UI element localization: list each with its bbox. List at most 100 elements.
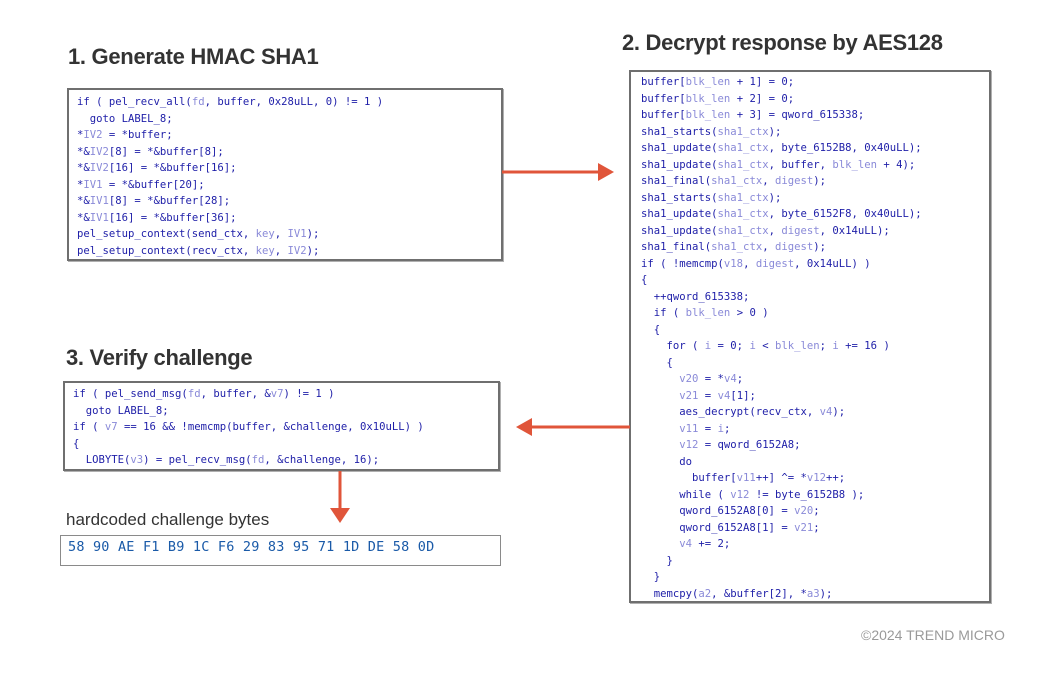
code-line: sha1_final(sha1_ctx, digest); bbox=[641, 173, 979, 190]
code-line: *&IV2[16] = *&buffer[16]; bbox=[77, 160, 493, 177]
code-token: = bbox=[698, 389, 718, 402]
step1-title: 1. Generate HMAC SHA1 bbox=[68, 44, 319, 69]
code-token: goto LABEL_8; bbox=[73, 404, 169, 417]
code-variable: sha1_ctx bbox=[711, 175, 763, 187]
code-token: { bbox=[641, 356, 673, 369]
step1-code: if ( pel_recv_all(fd, buffer, 0x28uLL, 0… bbox=[77, 94, 493, 259]
code-line: sha1_update(sha1_ctx, digest, 0x14uLL); bbox=[641, 223, 979, 240]
code-line: } bbox=[641, 553, 979, 570]
code-line: qword_6152A8[0] = v20; bbox=[641, 503, 979, 520]
code-token: , buffer, bbox=[768, 158, 833, 171]
code-token: *& bbox=[77, 145, 90, 158]
code-variable: digest bbox=[774, 241, 814, 253]
code-variable: digest bbox=[755, 257, 795, 270]
code-token: if ( pel_recv_all( bbox=[77, 96, 192, 108]
code-token: , &challenge, 16); bbox=[264, 454, 380, 466]
code-variable: v20 bbox=[679, 373, 699, 385]
code-variable: blk_len bbox=[774, 340, 820, 352]
code-token: , byte_6152F8, 0x40uLL); bbox=[768, 208, 922, 220]
code-line: if ( v7 == 16 && !memcmp(buffer, &challe… bbox=[73, 419, 490, 436]
code-token: memcpy( bbox=[641, 587, 699, 600]
code-token: sha1_update( bbox=[641, 208, 718, 220]
code-token: += 2; bbox=[692, 538, 731, 550]
code-token: = *&buffer[20]; bbox=[102, 178, 205, 191]
code-token bbox=[641, 373, 679, 385]
code-token: if ( bbox=[641, 307, 686, 319]
code-variable: IV2 bbox=[83, 129, 103, 141]
code-variable: v20 bbox=[794, 505, 814, 517]
code-variable: digest bbox=[774, 175, 814, 187]
code-token: ); bbox=[819, 587, 833, 600]
code-token: for ( bbox=[641, 340, 705, 352]
code-token: != byte_6152B8 ); bbox=[749, 488, 865, 501]
code-token: ); bbox=[832, 406, 846, 418]
step3-title: 3. Verify challenge bbox=[66, 345, 253, 370]
code-line: buffer[blk_len + 2] = 0; bbox=[641, 91, 979, 108]
code-token: { bbox=[73, 437, 80, 450]
code-token: goto LABEL_8; bbox=[77, 112, 173, 125]
code-line: v20 = *v4; bbox=[641, 371, 979, 388]
arrow-step1-to-step2 bbox=[502, 163, 614, 181]
code-token: [8] = *&buffer[8]; bbox=[108, 145, 224, 158]
code-line: v21 = v4[1]; bbox=[641, 388, 979, 405]
code-variable: v4 bbox=[679, 538, 693, 550]
code-line: buffer[blk_len + 3] = qword_615338; bbox=[641, 107, 979, 124]
code-variable: i bbox=[704, 340, 712, 352]
code-token: ; bbox=[819, 340, 833, 352]
code-token: buffer[ bbox=[641, 76, 686, 88]
code-line: LOBYTE(v3) = pel_recv_msg(fd, &challenge… bbox=[73, 452, 490, 469]
code-token: += 16 ) bbox=[838, 340, 890, 352]
code-token: qword_6152A8[0] = bbox=[641, 505, 795, 517]
code-token: ) != 1 ) bbox=[283, 388, 335, 400]
code-variable: v11 bbox=[736, 472, 756, 484]
code-variable: i bbox=[832, 340, 839, 352]
code-token bbox=[641, 439, 679, 451]
arrow-step3-to-bytes bbox=[330, 471, 350, 523]
code-variable: v11 bbox=[679, 422, 699, 435]
code-line: buffer[v11++] ^= *v12++; bbox=[641, 470, 979, 487]
challenge-bytes: 58 90 AE F1 B9 1C F6 29 83 95 71 1D DE 5… bbox=[60, 535, 501, 566]
code-token: [16] = *&buffer[36]; bbox=[108, 211, 237, 224]
code-variable: fd bbox=[191, 96, 205, 108]
code-line: while ( v12 != byte_6152B8 ); bbox=[641, 487, 979, 504]
code-variable: v7 bbox=[270, 388, 284, 400]
step2-code: buffer[blk_len + 1] = 0;buffer[blk_len +… bbox=[641, 74, 979, 602]
code-variable: v21 bbox=[794, 521, 814, 534]
code-token: * bbox=[77, 178, 84, 191]
code-token: *& bbox=[77, 211, 90, 224]
code-variable: v3 bbox=[130, 454, 144, 466]
code-line: if ( !memcmp(v18, digest, 0x14uLL) ) bbox=[641, 256, 979, 273]
arrow-head bbox=[516, 418, 532, 436]
code-variable: a2 bbox=[698, 587, 712, 600]
code-line: goto LABEL_8; bbox=[77, 111, 493, 128]
code-line: *IV2 = *buffer; bbox=[77, 127, 493, 144]
code-token: = * bbox=[698, 373, 724, 385]
code-token: ++] ^= * bbox=[755, 472, 807, 484]
code-variable: key bbox=[255, 228, 275, 240]
code-line: *&IV1[16] = *&buffer[36]; bbox=[77, 210, 493, 227]
code-token: ); bbox=[768, 125, 782, 138]
code-variable: IV1 bbox=[83, 178, 103, 191]
code-variable: v4 bbox=[717, 389, 731, 402]
code-variable: v4 bbox=[819, 406, 833, 418]
code-token: *& bbox=[77, 195, 90, 207]
code-variable: blk_len bbox=[832, 158, 878, 171]
code-token: do bbox=[641, 455, 693, 468]
code-line: { bbox=[641, 272, 979, 289]
code-variable: blk_len bbox=[685, 76, 731, 88]
code-token: pel_setup_context(recv_ctx, bbox=[77, 244, 256, 257]
challenge-caption: hardcoded challenge bytes bbox=[66, 510, 270, 529]
code-line: *IV1 = *&buffer[20]; bbox=[77, 177, 493, 194]
code-variable: v12 bbox=[806, 472, 826, 484]
code-token: , bbox=[743, 257, 756, 270]
code-variable: blk_len bbox=[685, 109, 731, 121]
code-token: = bbox=[698, 422, 718, 435]
code-line: sha1_starts(sha1_ctx); bbox=[641, 190, 979, 207]
step2-title: 2. Decrypt response by AES128 bbox=[622, 30, 943, 55]
code-token: } bbox=[641, 571, 661, 583]
code-token: ); bbox=[813, 175, 827, 187]
code-token: ); bbox=[306, 244, 320, 257]
code-line: goto LABEL_8; bbox=[73, 403, 490, 420]
code-token: sha1_final( bbox=[641, 175, 712, 187]
code-variable: v7 bbox=[104, 421, 118, 433]
